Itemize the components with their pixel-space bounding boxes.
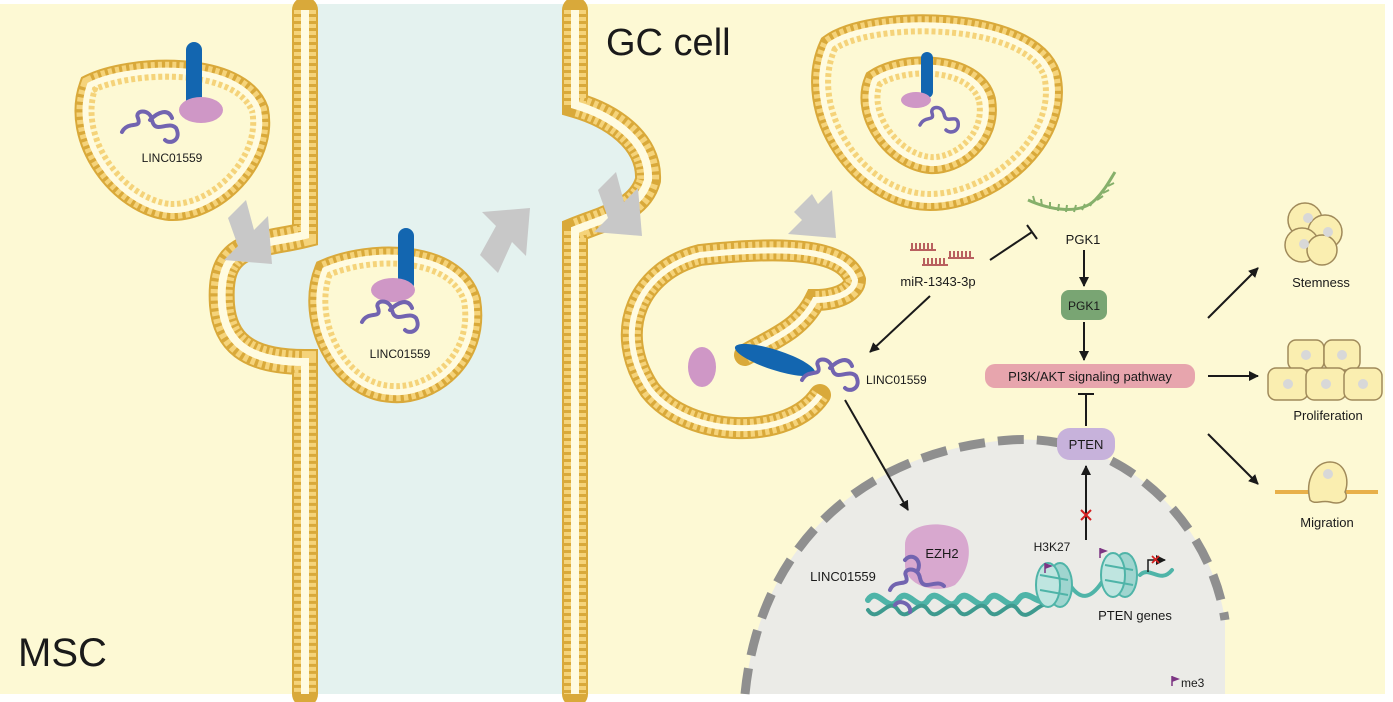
me3-flag	[1099, 548, 1108, 558]
tetraspanin-protein	[688, 347, 716, 387]
arrow-linc-to-nucleus	[844, 399, 909, 511]
transcription-start-blocked	[1147, 555, 1166, 572]
nucleosome	[1035, 562, 1073, 608]
dna-strand-2	[866, 602, 1052, 617]
pi3k-akt-pathway	[985, 364, 1195, 388]
nucleus	[745, 439, 1225, 694]
lncrna-nucleus	[888, 554, 946, 614]
tetraspanin-protein	[371, 278, 415, 302]
transcription-x-mark	[1151, 555, 1160, 564]
label-pgk1-mrna: PGK1	[1066, 232, 1101, 247]
label-pathway: PI3K/AKT signaling pathway	[1008, 369, 1172, 384]
label-ezh2: EZH2	[925, 546, 958, 561]
inhibit-mirna-pgk1-bar	[1026, 224, 1038, 240]
label-me3: me3	[1181, 676, 1205, 690]
lncrna-released	[800, 357, 860, 392]
label-h3k27: H3K27	[1034, 540, 1071, 554]
label-linc-vesicle-1: LINC01559	[142, 151, 203, 165]
label-migration: Migration	[1300, 515, 1353, 530]
endosome-open	[620, 239, 867, 440]
me3-flag	[1044, 563, 1053, 573]
transport-arrow-1	[224, 200, 272, 264]
receptor-protein	[186, 42, 202, 110]
receptor-protein	[921, 52, 933, 98]
pten-protein	[1057, 428, 1115, 460]
gc-plasma-membrane	[562, 0, 661, 702]
exosome-msc: LINC01559	[74, 42, 271, 221]
tetraspanin-protein	[179, 97, 223, 123]
stemness-icon	[1284, 202, 1343, 266]
transport-arrow-4	[788, 190, 836, 238]
pgk1-protein	[1061, 290, 1107, 320]
label-proliferation: Proliferation	[1293, 408, 1362, 423]
arrow-mirna-to-linc	[869, 295, 931, 353]
receptor-protein	[734, 343, 816, 377]
label-msc: MSC	[18, 631, 107, 675]
label-gc-cell: GC cell	[606, 22, 731, 64]
lncrna	[120, 109, 180, 144]
label-linc-released: LINC01559	[866, 373, 927, 387]
lncrna	[918, 105, 960, 134]
tetraspanin-protein	[901, 92, 931, 108]
transport-arrow-2	[480, 208, 530, 273]
transport-arrow-3	[594, 172, 642, 236]
label-linc-vesicle-2: LINC01559	[370, 347, 431, 361]
inhibit-mirna-pgk1	[989, 231, 1033, 261]
migration-icon	[1275, 461, 1378, 504]
exosome-extracellular: LINC01559	[308, 228, 483, 404]
arrow-to-migration	[1207, 433, 1259, 485]
label-pten: PTEN	[1069, 437, 1104, 452]
me3-legend-flag	[1171, 676, 1180, 686]
mirna-cluster	[910, 243, 974, 266]
label-pgk1-protein: PGK1	[1068, 299, 1100, 313]
proliferation-icon	[1267, 339, 1383, 401]
arrow-to-stemness	[1207, 267, 1259, 319]
lncrna	[360, 299, 420, 334]
nuclear-envelope	[740, 435, 1230, 695]
pgk1-mrna	[1027, 171, 1117, 211]
receptor-protein	[398, 228, 414, 292]
label-linc-nucleus: LINC01559	[810, 569, 876, 584]
regulation-arrows	[844, 224, 1259, 540]
ezh2-protein	[905, 524, 969, 589]
nucleosome	[1100, 552, 1138, 598]
pgk1-mrna-bases	[1032, 182, 1115, 213]
msc-plasma-membrane	[208, 0, 318, 702]
dna-strand	[865, 592, 1053, 608]
inhibition-x-mark	[1080, 509, 1092, 521]
label-pten-genes: PTEN genes	[1098, 608, 1172, 623]
label-mirna: miR-1343-3p	[900, 274, 975, 289]
transport-arrows	[224, 172, 836, 273]
endosome-nested	[811, 14, 1063, 212]
label-stemness: Stemness	[1292, 275, 1350, 290]
